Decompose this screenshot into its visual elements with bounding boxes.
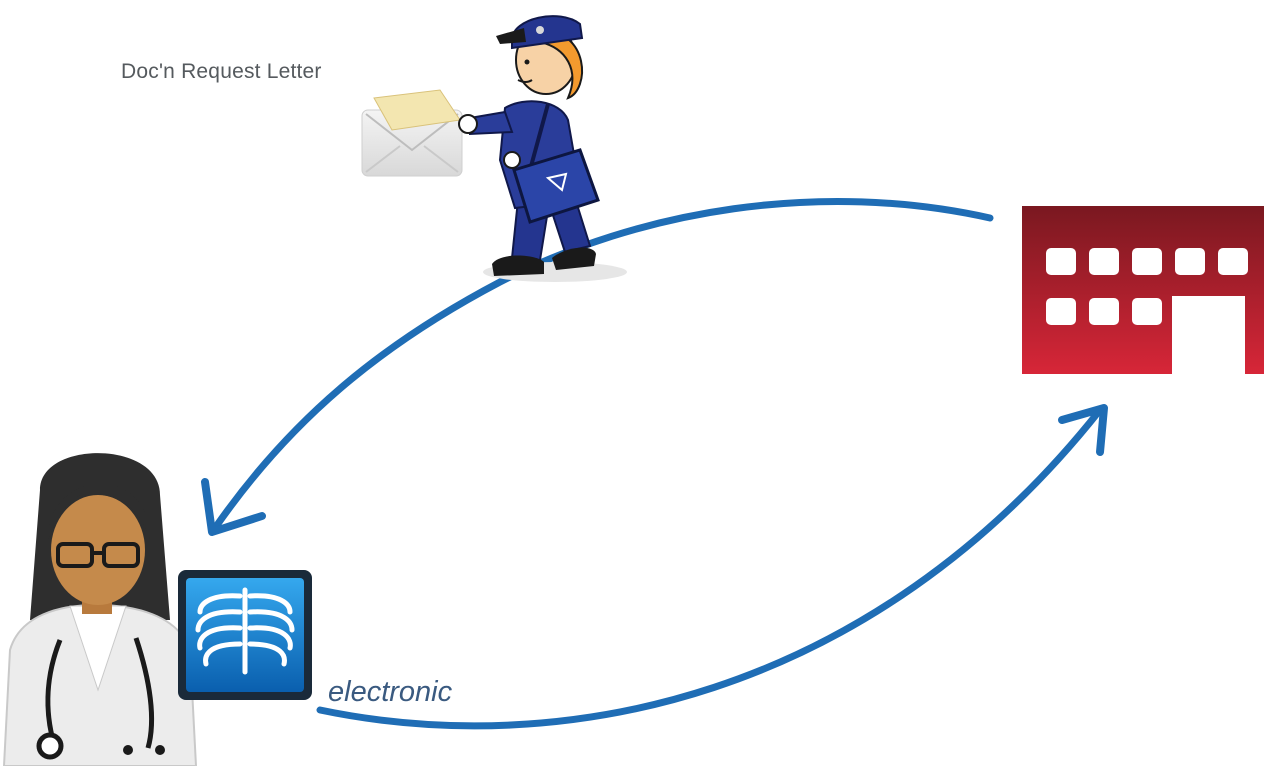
arrowhead-down-left-icon xyxy=(201,478,266,536)
request-arrow xyxy=(201,197,994,536)
mail-carrier-icon xyxy=(458,15,627,282)
envelope-letter-icon xyxy=(361,89,463,177)
doctor-icon xyxy=(2,453,198,766)
request-letter-label: Doc'n Request Letter xyxy=(121,60,322,83)
hospital-building-icon xyxy=(1022,206,1264,374)
arrowhead-up-right-icon xyxy=(1058,404,1108,456)
xray-ribcage-icon xyxy=(178,570,312,700)
electronic-arrow xyxy=(316,404,1108,730)
electronic-label: electronic xyxy=(328,676,453,708)
